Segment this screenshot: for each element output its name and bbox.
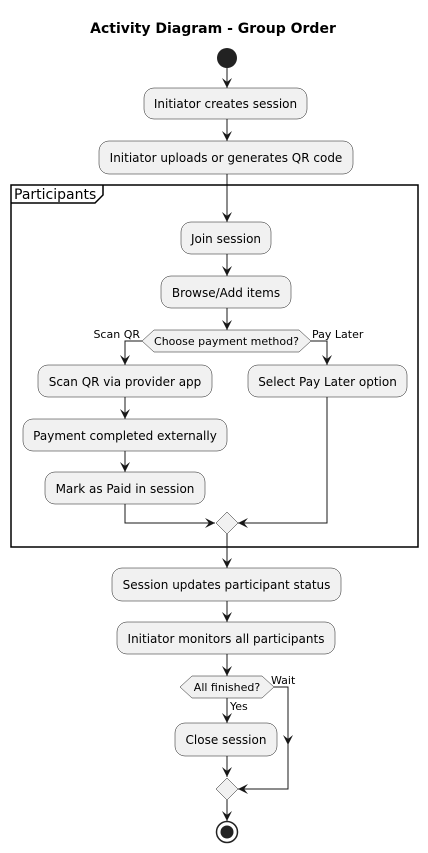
node-session-updates-label: Session updates participant status [123,578,331,592]
end-node-core [220,825,234,839]
node-scan-qr-app-label: Scan QR via provider app [49,375,202,389]
node-create-session-label: Initiator creates session [154,97,297,111]
edge-mark-merge [124,504,215,528]
node-monitor-label: Initiator monitors all participants [128,632,325,646]
branch-wait-label: Wait [271,674,296,687]
node-upload-qr [98,140,354,175]
branch-pay-later-label: Pay Later [312,328,364,341]
node-select-pay-later-label: Select Pay Later option [258,375,397,389]
partition-tab [11,185,104,204]
node-payment-external-label: Payment completed externally [33,429,217,443]
edge-decision-paylater [311,340,332,365]
node-browse-add-label: Browse/Add items [172,286,280,300]
merge-payment [215,511,239,535]
node-join-session-label: Join session [190,232,261,246]
start-node [217,48,237,68]
edge-decision-scan [120,340,142,365]
end-node [215,820,239,844]
branch-scan-qr-label: Scan QR [93,328,140,341]
node-close-session-label: Close session [186,733,267,747]
diagram-title: Activity Diagram - Group Order [90,21,336,37]
node-close-session [174,722,278,757]
decision-payment-method-label: Choose payment method? [154,335,299,348]
edge-decision-wait [274,686,293,745]
partition-label: Participants [14,187,96,203]
node-mark-paid-label: Mark as Paid in session [56,482,195,496]
edge-paylater-merge [238,397,328,528]
merge-finish [215,777,239,801]
decision-all-finished-label: All finished? [194,681,261,694]
node-join-session [180,221,272,255]
branch-yes-label: Yes [229,700,248,713]
edge-wait-merge [238,745,289,794]
node-create-session [143,87,308,120]
partition-frame [10,184,419,548]
node-upload-qr-label: Initiator uploads or generates QR code [110,151,343,165]
node-browse-add [160,275,292,309]
node-monitor [116,621,336,655]
